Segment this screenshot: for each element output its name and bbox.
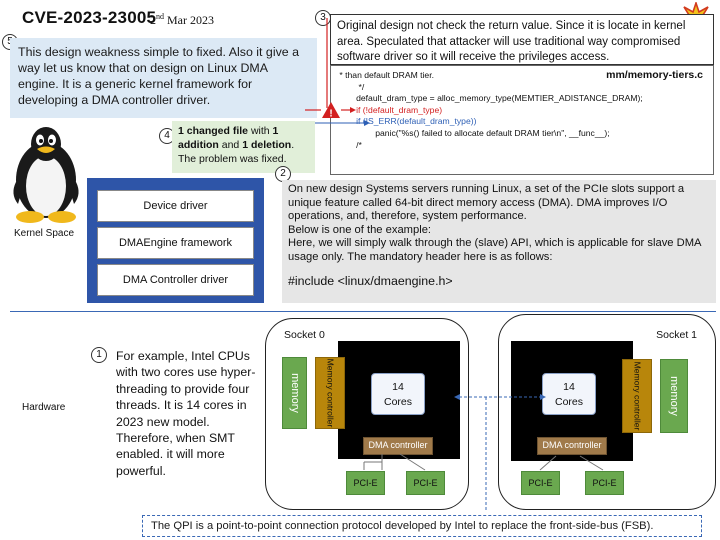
- code-line-added: if (IS_ERR(default_dram_type)): [337, 116, 477, 127]
- code-line: /*: [337, 139, 362, 150]
- dma-controller: DMA controller: [537, 437, 607, 455]
- kernel-space-label: Kernel Space: [14, 228, 75, 239]
- red-connector: [326, 18, 328, 108]
- memory-controller: Memory controller: [315, 357, 345, 429]
- section-divider: [10, 311, 716, 312]
- memory-module: memory: [282, 357, 307, 429]
- code-line: default_dram_type = alloc_memory_type(ME…: [337, 93, 643, 104]
- note-return-value: Original design not check the return val…: [330, 14, 714, 65]
- dma-controller-driver-layer: DMA Controller driver: [97, 264, 254, 296]
- note-design-weakness: This design weakness simple to fixed. Al…: [10, 38, 317, 118]
- marker-1: 1: [91, 347, 107, 363]
- qpi-note: The QPI is a point-to-point connection p…: [142, 515, 702, 537]
- pcie-slot: PCI-E: [521, 471, 560, 495]
- dma-controller: DMA controller: [363, 437, 433, 455]
- blue-arrow: [315, 120, 370, 126]
- note-dma-explanation: On new design Systems servers running Li…: [282, 180, 716, 303]
- kernel-stack: Device driver DMAEngine framework DMA Co…: [87, 178, 264, 303]
- note-fix: 1 changed file with 1 addition and 1 del…: [172, 121, 315, 173]
- include-line: #include <linux/dmaengine.h>: [288, 273, 453, 288]
- hardware-label: Hardware: [22, 402, 66, 413]
- memory-controller: Memory controller: [622, 359, 652, 433]
- svg-text:!: !: [329, 109, 332, 120]
- tux-penguin-icon: [13, 127, 79, 223]
- memory-module: memory: [660, 359, 688, 433]
- pcie-slot: PCI-E: [406, 471, 445, 495]
- code-snippet: mm/memory-tiers.c * than default DRAM ti…: [330, 65, 714, 175]
- code-line-removed: if (!default_dram_type): [337, 104, 443, 115]
- page-title: CVE-2023-23005: [22, 8, 157, 27]
- code-filename: mm/memory-tiers.c: [606, 69, 703, 81]
- pcie-slot: PCI-E: [346, 471, 385, 495]
- note-cpu-example: For example, Intel CPUs with two cores u…: [116, 349, 256, 478]
- warning-icon: !: [305, 102, 356, 120]
- socket-label: Socket 1: [656, 329, 697, 341]
- code-line: * than default DRAM tier.: [337, 70, 434, 80]
- date: 2nd Mar 2023: [150, 12, 214, 27]
- code-line: panic("%s() failed to allocate default D…: [337, 127, 610, 138]
- marker-2: 2: [275, 166, 291, 182]
- code-line: */: [337, 81, 365, 92]
- device-driver-layer: Device driver: [97, 190, 254, 222]
- dmaengine-framework-layer: DMAEngine framework: [97, 227, 254, 259]
- socket-label: Socket 0: [284, 329, 325, 341]
- pcie-slot: PCI-E: [585, 471, 624, 495]
